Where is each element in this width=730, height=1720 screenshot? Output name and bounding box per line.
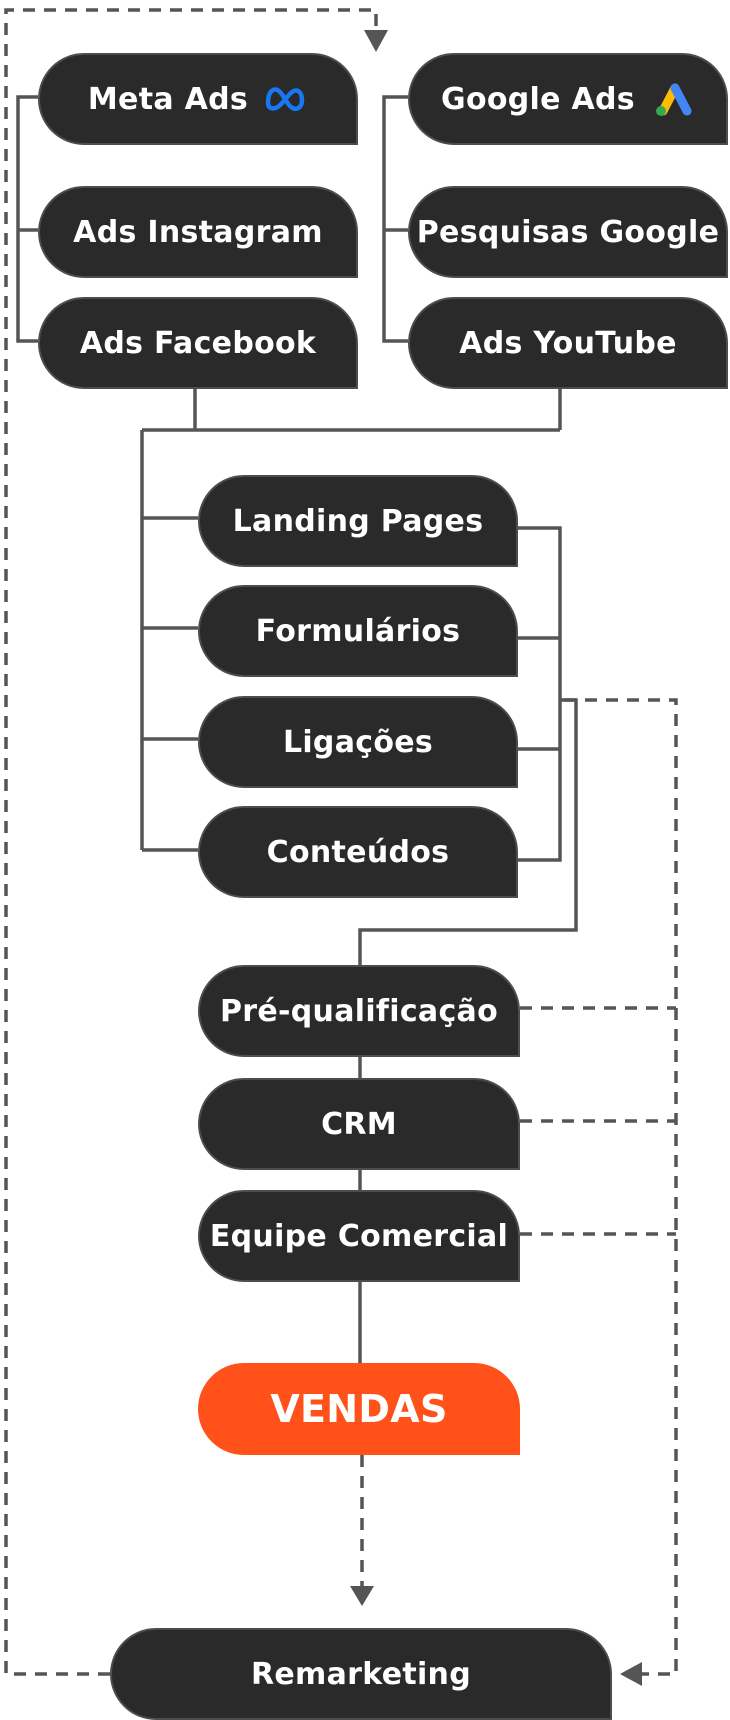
ads-instagram-node: Ads Instagram xyxy=(38,186,358,278)
vendas-node: VENDAS xyxy=(198,1363,520,1455)
arrow-into-ads xyxy=(364,30,388,52)
google-ads-label: Google Ads xyxy=(441,81,635,117)
channel-right-bracket xyxy=(518,526,562,862)
crm-node: CRM xyxy=(198,1078,520,1170)
meta-ads-node: Meta Ads xyxy=(38,53,358,145)
equipe-comercial-node: Equipe Comercial xyxy=(198,1190,520,1282)
channel-landing-pages-node: Landing Pages xyxy=(198,475,518,567)
ads-youtube-label: Ads YouTube xyxy=(459,325,677,361)
channel-label: Ligações xyxy=(282,724,434,760)
pipeline-label: Equipe Comercial xyxy=(209,1218,509,1254)
google-ads-logo-icon xyxy=(655,83,692,116)
ads-youtube-node: Ads YouTube xyxy=(408,297,728,389)
ads-instagram-label: Ads Instagram xyxy=(73,214,323,250)
remarketing-loop-line xyxy=(4,8,378,1676)
pipeline-label: Pré-qualificação xyxy=(219,993,499,1029)
channel-ligacoes-node: Ligações xyxy=(198,696,518,788)
ads-facebook-node: Ads Facebook xyxy=(38,297,358,389)
meta-logo-icon xyxy=(265,87,305,111)
channel-label: Landing Pages xyxy=(232,503,484,539)
google-bracket-line xyxy=(382,95,408,343)
remarketing-feedback-line xyxy=(520,698,678,1676)
remarketing-label: Remarketing xyxy=(251,1656,471,1692)
pesquisas-google-node: Pesquisas Google xyxy=(408,186,728,278)
remarketing-node: Remarketing xyxy=(110,1628,612,1720)
meta-bracket-line xyxy=(16,95,38,343)
ads-facebook-label: Ads Facebook xyxy=(79,325,317,361)
channel-formularios-node: Formulários xyxy=(198,585,518,677)
google-ads-node: Google Ads xyxy=(408,53,728,145)
ads-merge-line xyxy=(140,385,562,850)
vendas-label: VENDAS xyxy=(270,1387,448,1431)
arrow-into-remarketing xyxy=(620,1662,642,1686)
channel-label: Conteúdos xyxy=(266,834,450,870)
pipeline-label: CRM xyxy=(321,1106,397,1142)
channel-label: Formulários xyxy=(255,613,461,649)
pre-qualificacao-node: Pré-qualificação xyxy=(198,965,520,1057)
channel-left-ticks xyxy=(142,516,198,852)
arrow-down-to-remarketing xyxy=(350,1586,374,1606)
channel-conteudos-node: Conteúdos xyxy=(198,806,518,898)
pesquisas-google-label: Pesquisas Google xyxy=(416,214,720,250)
meta-ads-label: Meta Ads xyxy=(87,81,249,117)
